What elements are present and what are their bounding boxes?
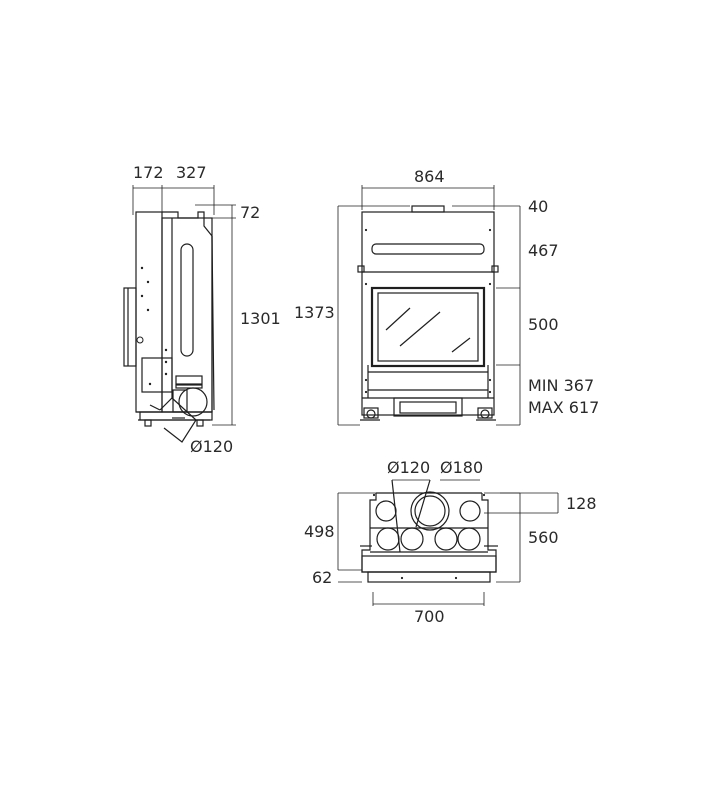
top-width-dimension: 700 (414, 607, 445, 626)
front-base-max-dimension: MAX 617 (528, 398, 599, 417)
top-outer-depth-dimension: 560 (528, 528, 559, 547)
side-flue-diameter-label: Ø120 (190, 437, 233, 456)
top-small-flue-diameter-label: Ø120 (387, 458, 430, 477)
top-view-dimension-lines (337, 479, 559, 606)
top-inner-depth-dimension: 498 (304, 522, 335, 541)
front-view-body (357, 205, 499, 416)
top-view-flue-outlets (375, 479, 481, 553)
side-height-dimension: 1301 (240, 309, 281, 328)
top-view: Ø120 Ø180 128 560 498 62 700 (304, 458, 597, 626)
front-base-min-dimension: MIN 367 (528, 376, 594, 395)
front-height-dimension: 1373 (294, 303, 335, 322)
front-view-base (360, 397, 496, 421)
front-view-dimension-lines (337, 185, 521, 426)
top-offset-dimension: 128 (566, 494, 597, 513)
side-view-rivets (136, 266, 168, 386)
side-depth-dimension-1: 172 (133, 163, 164, 182)
front-view-glass-door (370, 286, 486, 368)
side-view-body (123, 211, 215, 427)
side-view: 172 327 72 1301 Ø120 (123, 163, 281, 456)
front-glass-dimension: 500 (528, 315, 559, 334)
side-top-dimension: 72 (240, 203, 260, 222)
front-upper-dimension: 467 (528, 241, 559, 260)
side-view-flue (149, 387, 208, 443)
side-view-dimension-lines (132, 185, 236, 426)
front-width-dimension: 864 (414, 167, 445, 186)
front-top-dimension: 40 (528, 197, 548, 216)
side-depth-dimension-2: 327 (176, 163, 207, 182)
front-view: 864 40 1373 467 500 MIN 367 MAX 617 (294, 167, 599, 426)
top-large-flue-diameter-label: Ø180 (440, 458, 483, 477)
top-view-rivets (372, 493, 486, 580)
top-front-dimension: 62 (312, 568, 332, 587)
front-view-rivets (364, 228, 492, 394)
top-view-body (360, 492, 498, 583)
